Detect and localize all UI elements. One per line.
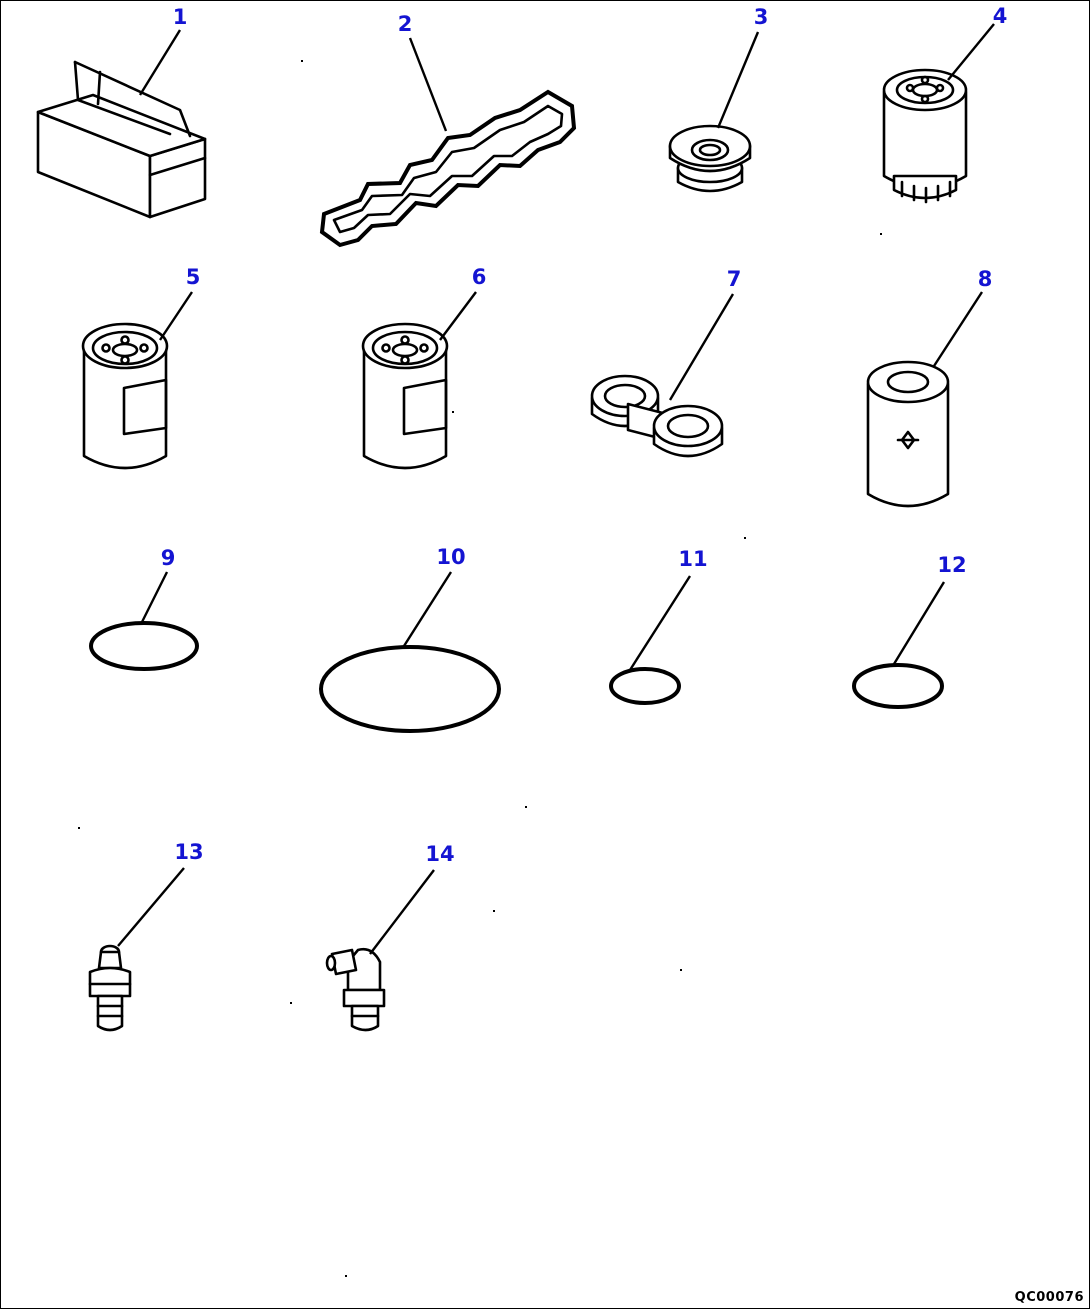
plug-icon [668, 124, 752, 193]
part-label-2: 2 [397, 12, 413, 36]
oil-filter-icon [882, 68, 968, 204]
leader-line [408, 37, 448, 132]
part-label-3: 3 [753, 5, 769, 29]
filter-element-icon [866, 360, 950, 508]
part-label-7: 7 [726, 267, 742, 291]
gasket-icon [319, 89, 577, 248]
leader-line [369, 869, 435, 955]
filter-cartridge-icon [81, 322, 169, 470]
leader-line [947, 23, 995, 81]
leader-line [892, 581, 946, 665]
part-label-4: 4 [992, 4, 1008, 28]
leader-line [140, 571, 169, 623]
part-label-6: 6 [471, 265, 487, 289]
part-label-12: 12 [937, 553, 967, 577]
leader-line [628, 575, 692, 671]
leader-line [439, 291, 477, 341]
part-label-14: 14 [425, 842, 455, 866]
leader-line [668, 293, 735, 401]
part-label-13: 13 [174, 840, 204, 864]
o-ring-icon [609, 667, 681, 705]
leader-line [159, 291, 193, 341]
leader-line [932, 291, 984, 367]
part-label-11: 11 [678, 547, 708, 571]
o-ring-icon [852, 663, 944, 709]
o-ring-icon [319, 645, 501, 733]
filter-cartridge-icon [361, 322, 449, 470]
part-label-1: 1 [172, 5, 188, 29]
leader-line [716, 31, 760, 129]
drawing-id: QC00076 [1014, 1290, 1084, 1305]
leader-line [402, 571, 453, 647]
bracket-icon [590, 374, 724, 458]
part-label-9: 9 [160, 546, 176, 570]
part-label-5: 5 [185, 265, 201, 289]
leader-line [117, 867, 185, 947]
grease-fitting-icon [88, 944, 132, 1032]
leader-line [138, 29, 182, 96]
part-label-10: 10 [436, 545, 466, 569]
box-icon [36, 60, 207, 219]
angled-grease-fitting-icon [325, 947, 386, 1032]
o-ring-icon [89, 621, 199, 671]
scan-dots [78, 60, 882, 1277]
part-label-8: 8 [977, 267, 993, 291]
